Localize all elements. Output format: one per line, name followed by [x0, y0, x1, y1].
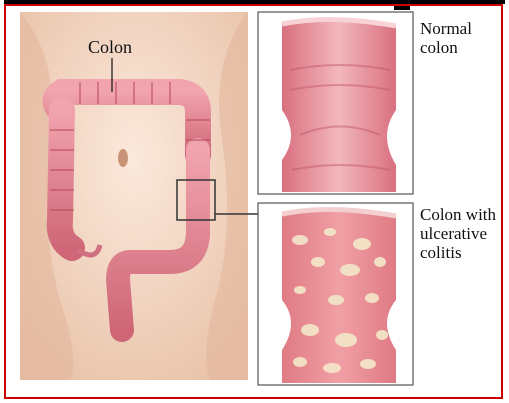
ulcerative-colitis-label: Colon with ulcerative colitis	[420, 205, 496, 262]
outer-border	[4, 4, 503, 399]
normal-colon-label-line: colon	[420, 38, 472, 57]
ulcerative-colitis-label-line: ulcerative	[420, 224, 496, 243]
ulcerative-colitis-label-line: colitis	[420, 243, 496, 262]
colon-label: Colon	[88, 38, 132, 57]
normal-colon-label-line: Normal	[420, 19, 472, 38]
ulcerative-colitis-label-line: Colon with	[420, 205, 496, 224]
normal-colon-label: Normal colon	[420, 19, 472, 57]
